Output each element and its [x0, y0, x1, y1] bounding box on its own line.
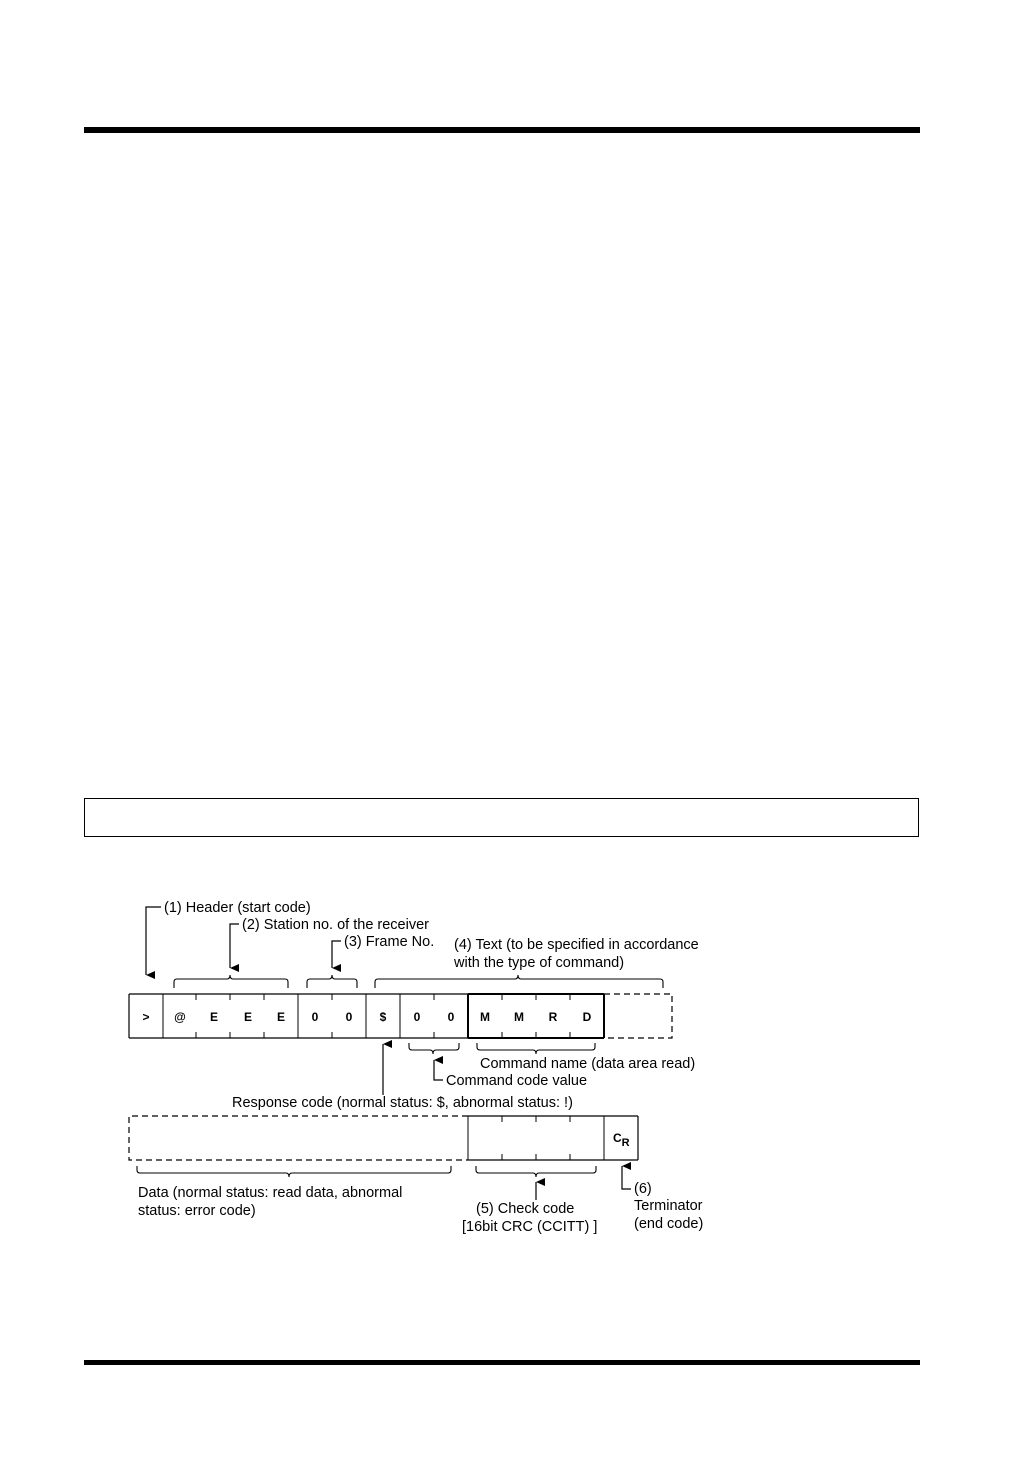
command-code-label: Command code value — [446, 1073, 587, 1089]
frame-no-leader — [331, 940, 341, 972]
cell-frame-no-1: 0 — [312, 1010, 319, 1024]
command-code-brace — [408, 1043, 460, 1055]
terminator-label-line2: Terminator — [634, 1198, 703, 1214]
frame-row-1 — [128, 993, 673, 1039]
frame-row-2 — [128, 1115, 639, 1161]
response-code-label: Response code (normal status: $, abnorma… — [232, 1095, 573, 1111]
station-brace — [173, 974, 289, 988]
cell-station-3: E — [244, 1010, 252, 1024]
data-label-line1: Data (normal status: read data, abnormal — [138, 1185, 402, 1201]
cell-station-2: E — [210, 1010, 218, 1024]
header-label: (1) Header (start code) — [164, 900, 311, 916]
cell-header: > — [142, 1010, 149, 1024]
text-label-line2: with the type of command) — [453, 955, 624, 971]
top-rule — [84, 127, 920, 133]
terminator-label-line1: (6) — [634, 1181, 652, 1197]
cell-command-name-3: R — [549, 1010, 558, 1024]
section-title-box — [84, 798, 919, 837]
station-label: (2) Station no. of the receiver — [242, 917, 429, 933]
data-label-line2: status: error code) — [138, 1203, 256, 1219]
cell-command-code-2: 0 — [448, 1010, 455, 1024]
frame-no-label: (3) Frame No. — [344, 934, 434, 950]
cell-command-code-1: 0 — [414, 1010, 421, 1024]
terminator-label-line3: (end code) — [634, 1216, 703, 1232]
cell-station-4: E — [277, 1010, 285, 1024]
data-brace — [136, 1166, 452, 1178]
frame-no-brace — [306, 974, 358, 988]
cell-terminator: CR — [613, 1131, 630, 1149]
terminator-leader — [621, 1162, 631, 1190]
cell-frame-no-2: 0 — [346, 1010, 353, 1024]
text-brace — [374, 974, 664, 988]
cell-command-name-1: M — [480, 1010, 490, 1024]
check-code-brace — [475, 1166, 597, 1178]
cell-command-name-4: D — [583, 1010, 592, 1024]
header-leader — [145, 906, 161, 979]
check-code-label-line2: [16bit CRC (CCITT) ] — [462, 1219, 597, 1235]
station-leader — [229, 923, 239, 972]
text-label-line1: (4) Text (to be specified in accordance — [454, 937, 699, 953]
command-name-brace — [476, 1043, 596, 1055]
command-code-leader — [433, 1056, 443, 1081]
command-name-label: Command name (data area read) — [480, 1056, 695, 1072]
cell-station-1: @ — [174, 1010, 186, 1024]
check-code-label-line1: (5) Check code — [476, 1201, 574, 1217]
cell-command-name-2: M — [514, 1010, 524, 1024]
bottom-rule — [84, 1360, 920, 1365]
cell-response: $ — [380, 1010, 387, 1024]
